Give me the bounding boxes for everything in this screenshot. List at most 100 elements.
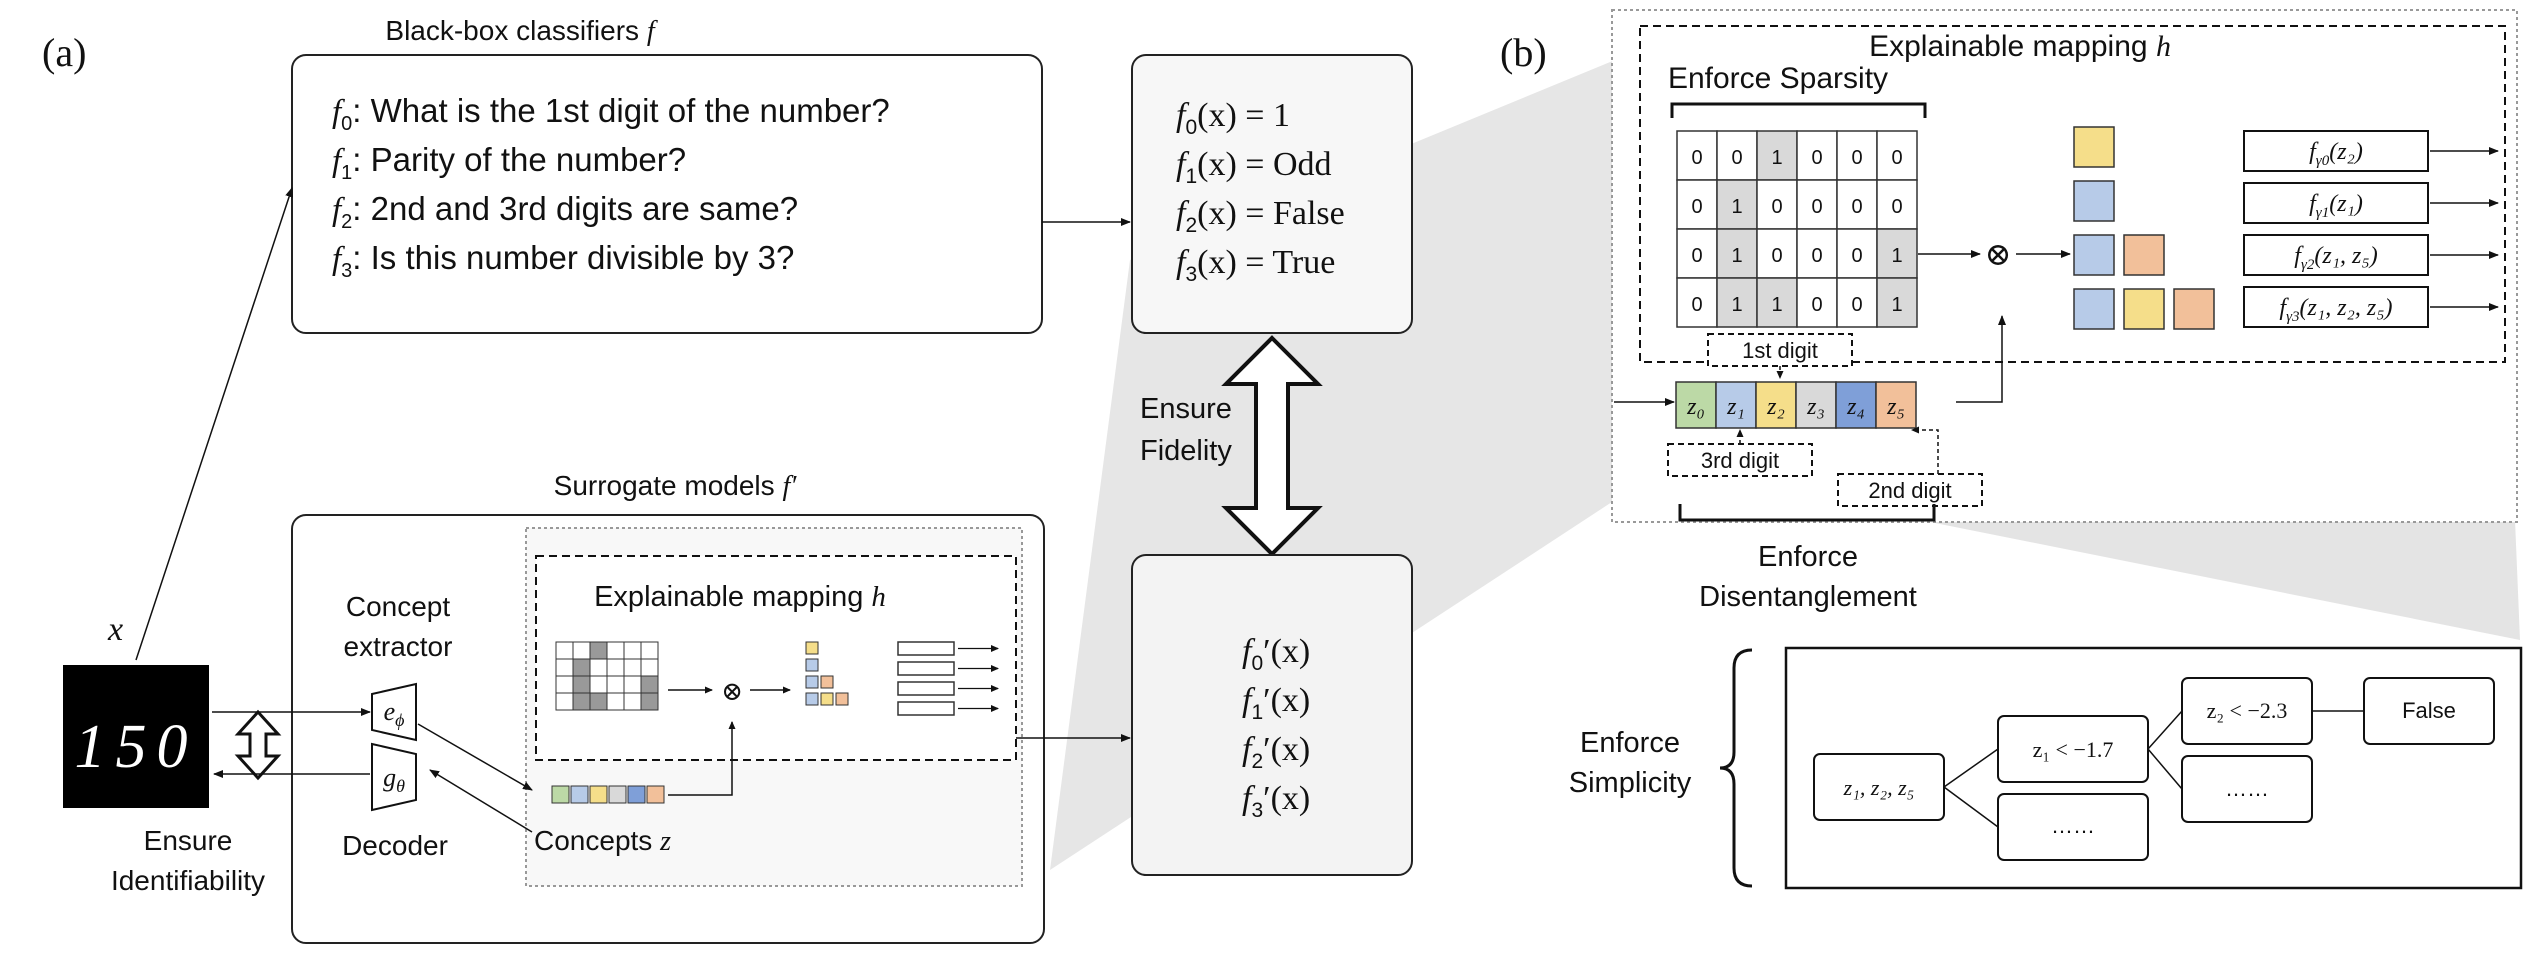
question-list: f0: What is the 1st digit of the number?…	[332, 92, 890, 282]
mini-matrix-cell	[589, 641, 608, 660]
mapping-title-small: Explainable mapping h	[594, 581, 886, 613]
concepts-to-decoder-arrow	[429, 769, 533, 833]
matrix-cell	[1796, 179, 1838, 230]
mapping-output-box	[2243, 234, 2429, 276]
mini-matrix-cell	[623, 692, 642, 711]
concepts-label: Concepts z	[534, 825, 671, 857]
simplicity-label-2: Simplicity	[1569, 767, 1692, 799]
input-image	[63, 665, 209, 808]
mini-concept-cell	[608, 785, 627, 804]
mini-concept-cell	[627, 785, 646, 804]
blackbox-title: Black-box classifiers f	[385, 15, 657, 47]
matrix-value: 0	[1851, 294, 1862, 316]
mapping-output-text-3: fγ3(z₁, z₂, z₅)	[2279, 295, 2392, 325]
identifiability-label-1: Ensure	[144, 825, 233, 856]
stack-block	[2073, 288, 2115, 330]
mapping-output-text-2: fγ2(z₁, z₅)	[2294, 243, 2377, 273]
decoder-sym-label: gθ	[383, 763, 405, 796]
mini-matrix-cell	[640, 658, 659, 677]
mini-matrix-cell	[589, 658, 608, 677]
identifiability-label-2: Identifiability	[111, 865, 265, 896]
second-digit-callout	[1837, 473, 1983, 507]
mini-matrix-cell	[623, 658, 642, 677]
matrix-value: 1	[1731, 294, 1742, 316]
third-digit-label: 3rd digit	[1701, 448, 1779, 473]
matrix-cell	[1836, 228, 1878, 279]
matrix-value: 0	[1891, 147, 1902, 169]
matrix-value: 0	[1891, 196, 1902, 218]
mapping-output-list: fγ0(z₂)fγ1(z₁)fγ2(z₁, z₅)fγ3(z₁, z₂, z₅)	[2243, 130, 2499, 328]
mini-stack-block	[805, 675, 819, 689]
matrix-cell	[1716, 277, 1758, 328]
mini-output-bars	[897, 641, 999, 716]
mini-concept-cell	[646, 785, 665, 804]
concept-label: z₃	[1806, 394, 1825, 420]
mini-matrix-cell	[555, 675, 574, 694]
mini-matrix-cell	[623, 641, 642, 660]
fidelity-label-2: Fidelity	[1140, 435, 1232, 467]
mapping-output-box	[2243, 182, 2429, 224]
matrix-value: 1	[1771, 147, 1782, 169]
output-0: f0(x) = 1	[1176, 97, 1290, 139]
matrix-value: 1	[1731, 245, 1742, 267]
mini-matrix-cell	[640, 692, 659, 711]
matrix-value: 0	[1811, 196, 1822, 218]
mini-matrix-cell	[640, 675, 659, 694]
decoder-label: Decoder	[342, 830, 448, 861]
matrix-value: 0	[1851, 147, 1862, 169]
panel-label-b: (b)	[1500, 30, 1547, 75]
matrix-value: 1	[1771, 294, 1782, 316]
simplicity-brace	[1719, 648, 1753, 888]
mini-matrix-cell	[555, 692, 574, 711]
first-digit-callout	[1707, 333, 1853, 367]
sparsity-bracket	[1670, 102, 1927, 118]
tree-edge-n1-n2	[2147, 710, 2183, 750]
mini-output-bar	[897, 641, 955, 656]
otimes-large: ⊗	[1985, 236, 2012, 272]
disentanglement-label-1: Enforce	[1758, 541, 1858, 573]
decoder-shape	[371, 742, 417, 812]
mini-stack-block	[820, 692, 834, 706]
second-digit-pointer	[1911, 426, 1939, 474]
matrix-cell	[1796, 277, 1838, 328]
output-1: f1(x) = Odd	[1176, 146, 1332, 188]
image-to-blackbox-arrow	[135, 187, 293, 661]
mapping-output-text-0: fγ0(z₂)	[2309, 139, 2363, 169]
concept-label: z₁	[1726, 394, 1745, 420]
disentanglement-bracket	[1678, 504, 1936, 522]
matrix-value: 0	[1771, 196, 1782, 218]
concept-extractor-label-2: extractor	[344, 631, 453, 662]
tree-edge-n1-lb	[2147, 748, 2183, 790]
mini-otimes: ⊗	[721, 677, 743, 706]
matrix-value: 0	[1851, 196, 1862, 218]
input-image-digits: 150	[75, 713, 198, 781]
encoder-label: eϕ	[384, 697, 405, 730]
mini-concept-cell	[551, 785, 570, 804]
matrix-cell	[1876, 228, 1918, 279]
matrix-value: 0	[1691, 147, 1702, 169]
mini-stack-block	[805, 658, 819, 672]
fidelity-label-1: Ensure	[1140, 393, 1232, 425]
mapping-output-box	[2243, 130, 2429, 172]
mapping-output-box	[2243, 286, 2429, 328]
mini-matrix-cell	[606, 692, 625, 711]
surrogate-output-list: f0′(x)f1′(x)f2′(x)f3′(x)	[1242, 633, 1310, 822]
tree-leaf-false-text: False	[2402, 698, 2456, 723]
question-2: f2: 2nd and 3rd digits are same?	[332, 190, 798, 233]
concept-label: z₅	[1886, 394, 1905, 420]
first-digit-label: 1st digit	[1742, 338, 1818, 363]
matrix-value: 0	[1691, 294, 1702, 316]
tree-edge-root-la	[1943, 786, 1999, 828]
mini-stack-block	[805, 692, 819, 706]
matrix-value: 1	[1891, 245, 1902, 267]
matrix-cell	[1876, 179, 1918, 230]
stack-block	[2073, 234, 2115, 276]
concept-cell	[1875, 381, 1917, 429]
concepts-to-mapping-arrow	[1956, 315, 2006, 403]
mini-matrix-cell	[572, 675, 591, 694]
concept-label: z₂	[1766, 394, 1785, 420]
mini-concept-cell	[589, 785, 608, 804]
